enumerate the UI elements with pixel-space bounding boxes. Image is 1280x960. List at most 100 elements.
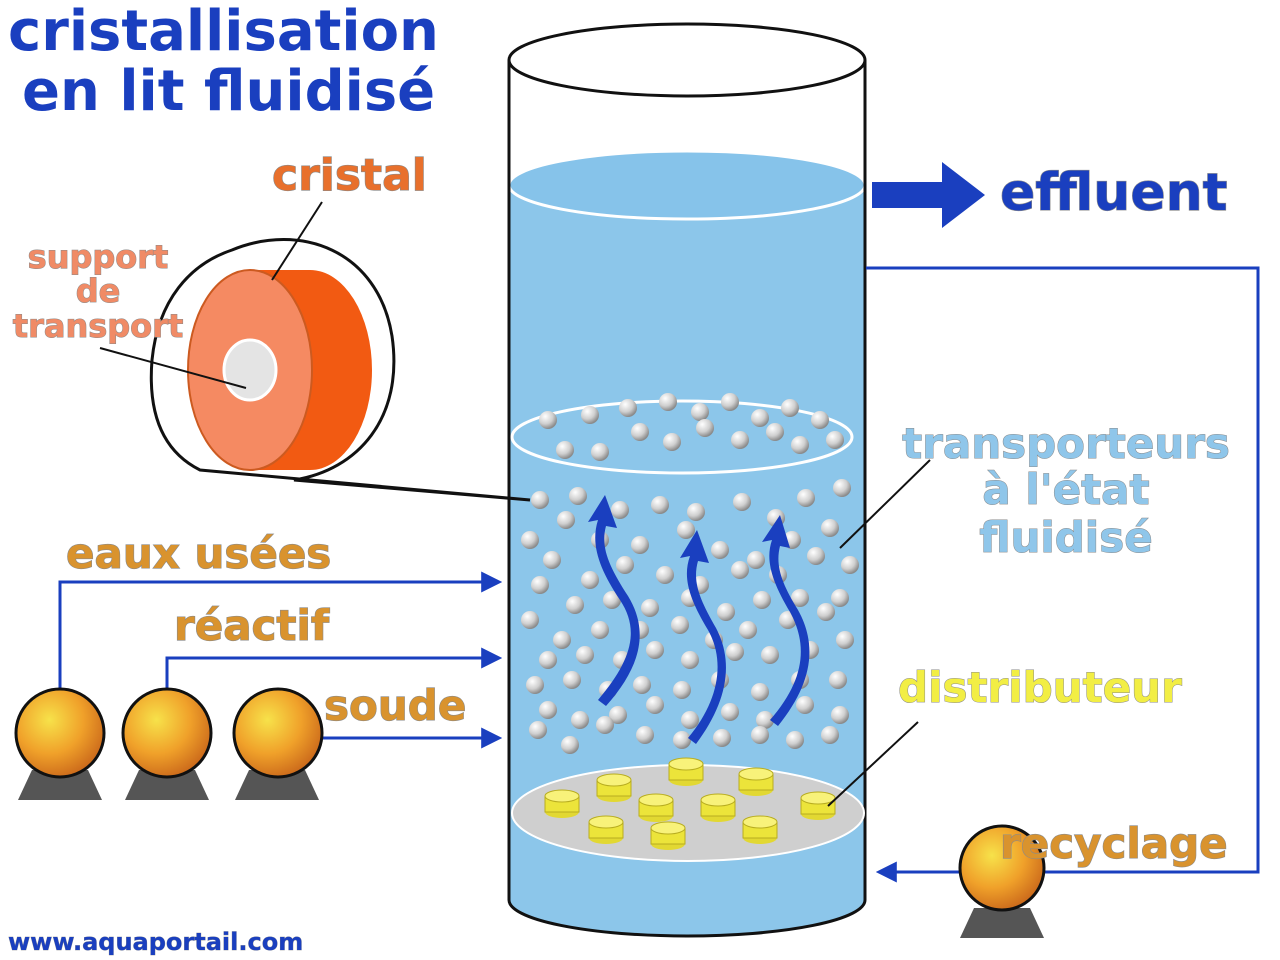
- carrier-particle: [817, 603, 835, 621]
- carrier-particle: [726, 643, 744, 661]
- carrier-particle: [531, 491, 549, 509]
- carrier-particle: [609, 706, 627, 724]
- carrier-particle: [631, 423, 649, 441]
- distributor-nozzle: [638, 793, 674, 822]
- distributor-nozzles: [544, 757, 836, 850]
- carrier-particle: [616, 556, 634, 574]
- carriers-label-2: à l'état: [982, 465, 1149, 514]
- distributor-nozzle: [544, 789, 580, 818]
- carrier-particle: [691, 403, 709, 421]
- distributor-nozzle: [588, 815, 624, 844]
- carrier-particle: [733, 493, 751, 511]
- eaux-usees-label: eaux usées: [66, 529, 331, 578]
- carrier-particle: [766, 423, 784, 441]
- carrier-particle: [631, 536, 649, 554]
- carriers-label-1: transporteurs: [902, 419, 1230, 468]
- recyclage-label: recyclage: [1000, 819, 1228, 868]
- carrier-particle: [811, 411, 829, 429]
- distributor-pointer: [827, 721, 919, 807]
- soude-label: soude: [324, 681, 466, 730]
- carrier-particle: [797, 489, 815, 507]
- reactor-column: [507, 22, 867, 938]
- carrier-particle: [656, 566, 674, 584]
- carrier-particle: [646, 641, 664, 659]
- pump-eaux-usees: [14, 687, 106, 800]
- carrier-particle: [747, 551, 765, 569]
- carrier-particle: [677, 521, 695, 539]
- carrier-particle: [673, 731, 691, 749]
- cristal-pointer: [271, 201, 323, 281]
- support-core: [222, 338, 278, 402]
- distributeur-label: distributeur: [898, 663, 1182, 712]
- carrier-particle: [831, 589, 849, 607]
- carrier-particle: [671, 616, 689, 634]
- carrier-particle: [553, 631, 571, 649]
- carrier-particle: [529, 721, 547, 739]
- carrier-particle: [641, 599, 659, 617]
- carrier-particle: [786, 731, 804, 749]
- carrier-particle: [571, 711, 589, 729]
- support-pointer: [99, 347, 247, 389]
- carrier-particle: [539, 701, 557, 719]
- carrier-particle: [713, 729, 731, 747]
- title-line-2: en lit fluidisé: [22, 59, 435, 124]
- carrier-particle: [721, 703, 739, 721]
- carrier-particle: [521, 611, 539, 629]
- distributor-nozzle: [800, 791, 836, 820]
- carrier-particle: [591, 621, 609, 639]
- crystal-magnifier: [99, 201, 531, 502]
- carrier-particle: [751, 409, 769, 427]
- carrier-particle: [731, 431, 749, 449]
- support-label-2: de: [76, 272, 121, 310]
- distributor-nozzle: [650, 821, 686, 850]
- pump-soude: [232, 687, 324, 800]
- carrier-particle: [807, 547, 825, 565]
- column-top-rim: [507, 22, 867, 98]
- carriers-label-3: fluidisé: [979, 513, 1152, 562]
- carrier-particle: [687, 503, 705, 521]
- carrier-particle: [681, 651, 699, 669]
- carrier-particle: [753, 591, 771, 609]
- carrier-particle: [581, 571, 599, 589]
- upflow-arrow-1: [588, 495, 640, 706]
- pump-recyclage: [958, 824, 1046, 938]
- upflow-arrows: [588, 495, 810, 744]
- carrier-particle: [611, 501, 629, 519]
- carrier-particle: [791, 589, 809, 607]
- feed-line-eaux-usees: [58, 571, 503, 688]
- carrier-particle: [751, 683, 769, 701]
- carrier-particle: [826, 431, 844, 449]
- carrier-particle: [561, 736, 579, 754]
- carrier-particle: [781, 399, 799, 417]
- pump-reactif: [121, 687, 213, 800]
- distributor-nozzle: [738, 767, 774, 796]
- carrier-particle: [531, 576, 549, 594]
- distributor-nozzle: [596, 773, 632, 802]
- support-label-1: support: [28, 238, 169, 276]
- carrier-particle: [821, 519, 839, 537]
- carrier-particle: [539, 651, 557, 669]
- carrier-particle: [821, 726, 839, 744]
- carrier-particle: [756, 711, 774, 729]
- carrier-particle: [543, 551, 561, 569]
- carrier-particle: [633, 676, 651, 694]
- carrier-particle: [563, 671, 581, 689]
- effluent-label: effluent: [1000, 163, 1227, 223]
- carrier-particle: [711, 541, 729, 559]
- carrier-particle: [791, 436, 809, 454]
- carriers-pointer: [839, 459, 931, 549]
- carrier-particle: [717, 603, 735, 621]
- effluent-arrow: [872, 162, 985, 228]
- cristal-label: cristal: [272, 150, 427, 201]
- carrier-particle: [539, 411, 557, 429]
- recycle-line: [866, 266, 1260, 874]
- carrier-particle: [663, 433, 681, 451]
- carrier-particle: [646, 696, 664, 714]
- water-surface: [507, 149, 867, 221]
- carrier-particle: [556, 441, 574, 459]
- carrier-particle: [836, 631, 854, 649]
- carrier-particle: [841, 556, 859, 574]
- carrier-particle: [636, 726, 654, 744]
- carrier-particle: [659, 393, 677, 411]
